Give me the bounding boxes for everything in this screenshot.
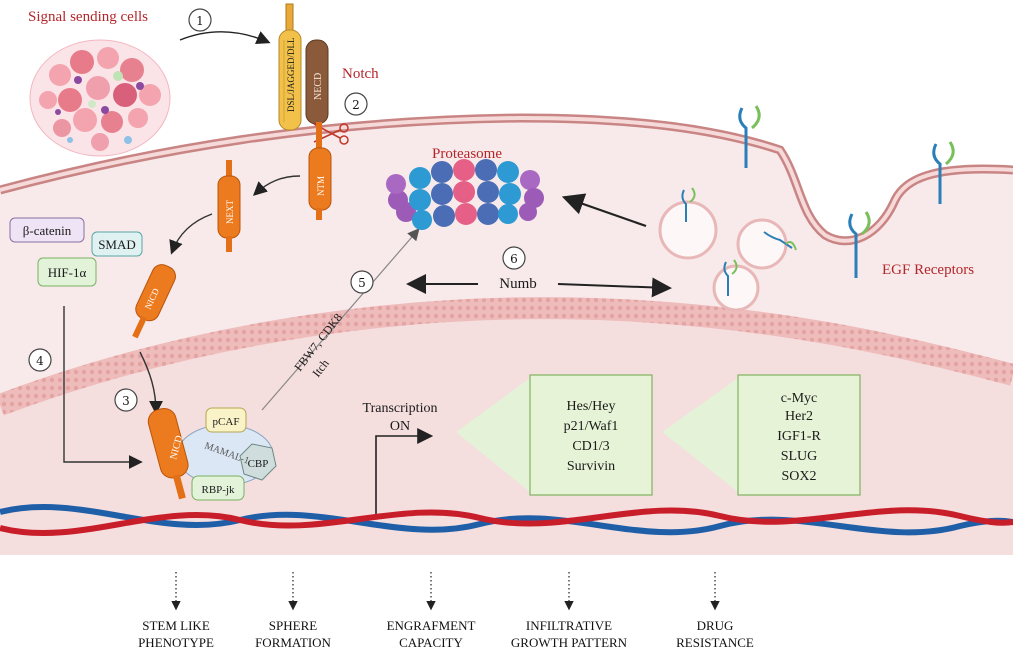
transcription-complex — [147, 407, 277, 501]
step-5-badge: 5 — [358, 276, 366, 290]
outcome-2-line2: CAPACITY — [399, 635, 463, 650]
numb-label: Numb — [499, 276, 537, 292]
smad-label: SMAD — [98, 237, 136, 252]
step-2-badge: 2 — [352, 98, 360, 112]
endosome-vesicles — [658, 200, 788, 312]
upstream-gene-2: IGF1-R — [777, 429, 821, 444]
arrow-vesicle-to-proteasome — [561, 193, 647, 228]
signal-sending-cells — [29, 39, 171, 157]
arrow-step-4 — [63, 306, 143, 469]
step-4-badge: 4 — [36, 354, 44, 368]
egf-receptors-label: EGF Receptors — [882, 262, 974, 278]
pcaf-label: pCAF — [213, 416, 240, 428]
beta-catenin-label: β-catenin — [23, 223, 72, 238]
rbp-label: RBP-jk — [201, 484, 235, 496]
target-genes-funnel — [456, 378, 530, 492]
hif-box — [37, 257, 97, 287]
target-gene-1: p21/Waf1 — [564, 419, 619, 434]
dsl-ligand-label: DSL/JAGGED/DLL — [286, 38, 296, 113]
arrow-numb-right — [557, 277, 672, 298]
target-gene-3: Survivin — [567, 459, 615, 474]
proteasome — [386, 159, 544, 230]
outcome-0-line1: STEM LIKE — [142, 618, 210, 633]
egf-receptors — [681, 105, 955, 296]
outcome-4-line1: DRUG — [697, 618, 734, 633]
nuclear-envelope — [0, 297, 1013, 416]
step-1-badge: 1 — [196, 14, 204, 28]
upstream-genes-funnel — [662, 378, 738, 492]
upstream-gene-0: c-Myc — [781, 391, 818, 406]
smad-box — [91, 231, 143, 257]
dna-strand-blue — [0, 504, 1013, 536]
upstream-gene-3: SLUG — [781, 449, 818, 464]
notch-label: Notch — [342, 66, 379, 82]
notch-ntm — [308, 122, 332, 220]
arrow-step-1 — [179, 31, 271, 45]
target-genes-box — [529, 374, 653, 496]
proteasome-label: Proteasome — [432, 146, 502, 162]
hif-label: HIF-1α — [48, 265, 87, 280]
outcome-2-line1: ENGRAFMENT — [387, 618, 476, 633]
arrow-step-3 — [139, 351, 163, 415]
target-gene-0: Hes/Hey — [567, 399, 616, 414]
step-6-badge: 6 — [510, 252, 518, 266]
cbp-label: CBP — [248, 458, 269, 470]
transcription-label-line2: ON — [390, 419, 410, 434]
upstream-genes-box — [737, 374, 861, 496]
outcome-4-line2: RESISTANCE — [676, 635, 754, 650]
notch-next — [217, 160, 241, 252]
target-gene-2: CD1/3 — [572, 439, 609, 454]
nicd-free — [132, 264, 176, 339]
upstream-gene-4: SOX2 — [781, 469, 816, 484]
outcome-3-line2: GROWTH PATTERN — [511, 635, 628, 650]
outcome-0-line2: PHENOTYPE — [138, 635, 214, 650]
signal-sending-cells-label: Signal sending cells — [28, 9, 148, 25]
dsl-ligand — [278, 3, 302, 131]
next-label: NEXT — [225, 200, 235, 224]
arrow-next-to-nicd — [169, 213, 213, 255]
upstream-gene-1: Her2 — [785, 409, 813, 424]
transcription-label-line1: Transcription — [363, 401, 438, 416]
transcription-start-arrow — [375, 428, 434, 516]
outcome-3-line1: INFILTRATIVE — [526, 618, 612, 633]
ntm-label: NTM — [316, 176, 326, 196]
arrow-step-5 — [261, 228, 420, 411]
outcome-1-line1: SPHERE — [269, 618, 317, 633]
necd-label: NECD — [313, 73, 324, 100]
step-3-badge: 3 — [122, 394, 130, 408]
outcome-1-line2: FORMATION — [255, 635, 331, 650]
beta-catenin-box — [9, 217, 85, 243]
dna-strand-red — [0, 507, 1013, 536]
arrow-ntm-to-next — [252, 175, 301, 196]
